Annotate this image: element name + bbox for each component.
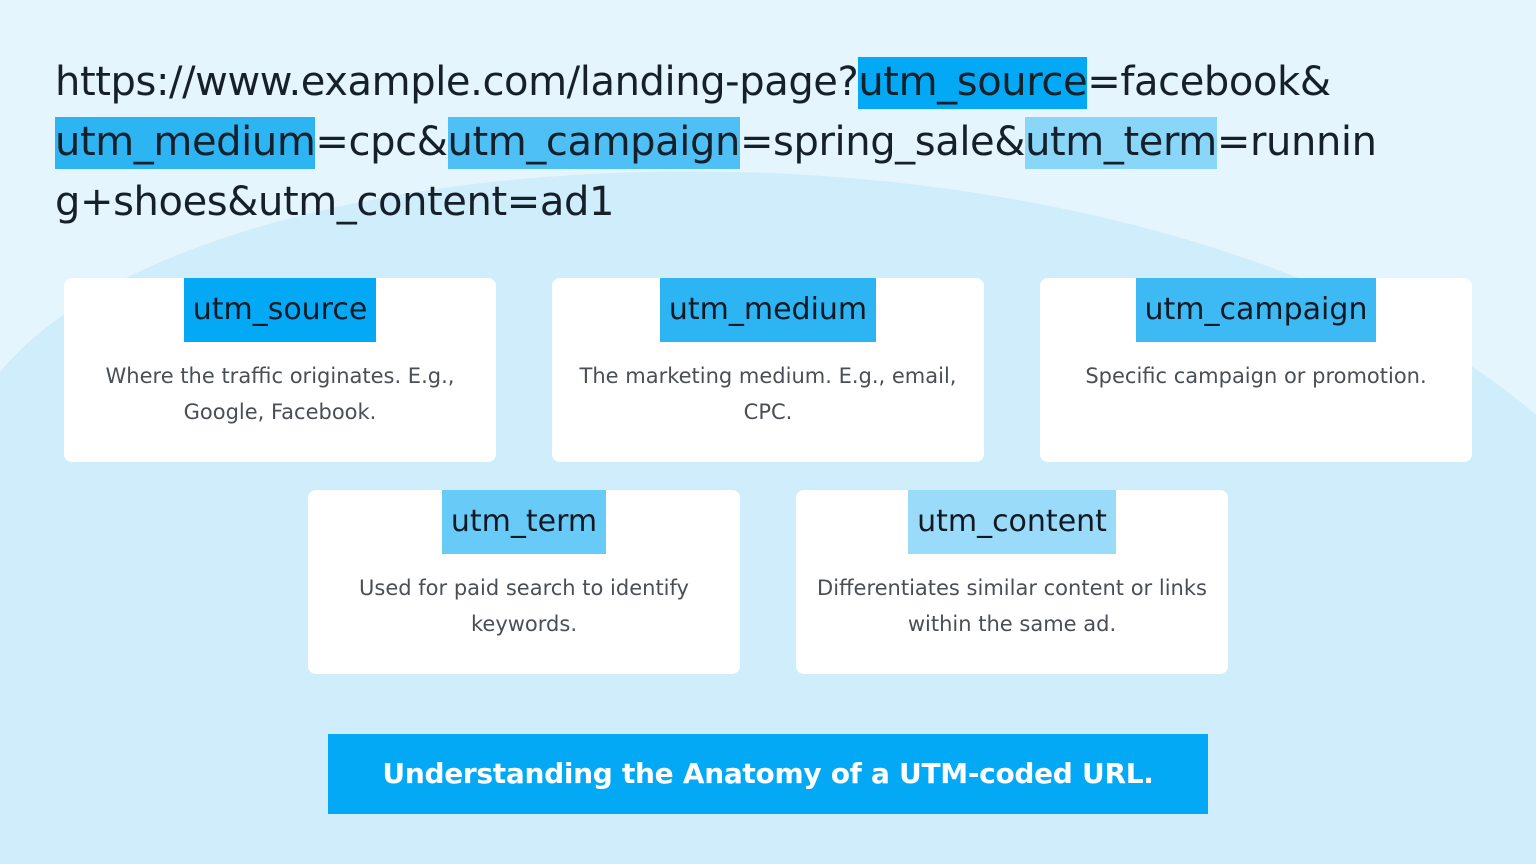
url-param-utm-campaign: utm_campaign xyxy=(447,117,740,169)
url-value-medium: =cpc& xyxy=(315,119,448,165)
example-url: https://www.example.com/landing-page?utm… xyxy=(55,52,1495,232)
card-label: utm_medium xyxy=(659,278,877,342)
caption-banner: Understanding the Anatomy of a UTM-coded… xyxy=(328,734,1208,814)
card-utm-content: utm_content Differentiates similar conte… xyxy=(796,490,1228,674)
url-param-utm-source: utm_source xyxy=(858,57,1088,109)
card-label: utm_source xyxy=(183,278,377,342)
card-utm-medium: utm_medium The marketing medium. E.g., e… xyxy=(552,278,984,462)
url-value-term-and-content: =runnin xyxy=(1216,119,1377,165)
card-label: utm_content xyxy=(908,490,1116,554)
url-value-source: =facebook& xyxy=(1087,59,1331,105)
card-label: utm_term xyxy=(441,490,607,554)
url-param-utm-medium: utm_medium xyxy=(55,117,316,169)
url-param-utm-term: utm_term xyxy=(1025,117,1217,169)
url-segment-base: https://www.example.com/landing-page? xyxy=(55,59,859,105)
card-description: The marketing medium. E.g., email, CPC. xyxy=(579,364,957,424)
card-description: Where the traffic originates. E.g., Goog… xyxy=(105,364,455,424)
card-description: Used for paid search to identify keyword… xyxy=(359,576,689,636)
card-label: utm_campaign xyxy=(1135,278,1377,342)
url-value-campaign: =spring_sale& xyxy=(739,119,1026,165)
card-utm-term: utm_term Used for paid search to identif… xyxy=(308,490,740,674)
card-utm-campaign: utm_campaign Specific campaign or promot… xyxy=(1040,278,1472,462)
card-utm-source: utm_source Where the traffic originates.… xyxy=(64,278,496,462)
url-tail-line: g+shoes&utm_content=ad1 xyxy=(55,179,615,225)
card-description: Specific campaign or promotion. xyxy=(1085,364,1427,388)
card-description: Differentiates similar content or links … xyxy=(817,576,1207,636)
